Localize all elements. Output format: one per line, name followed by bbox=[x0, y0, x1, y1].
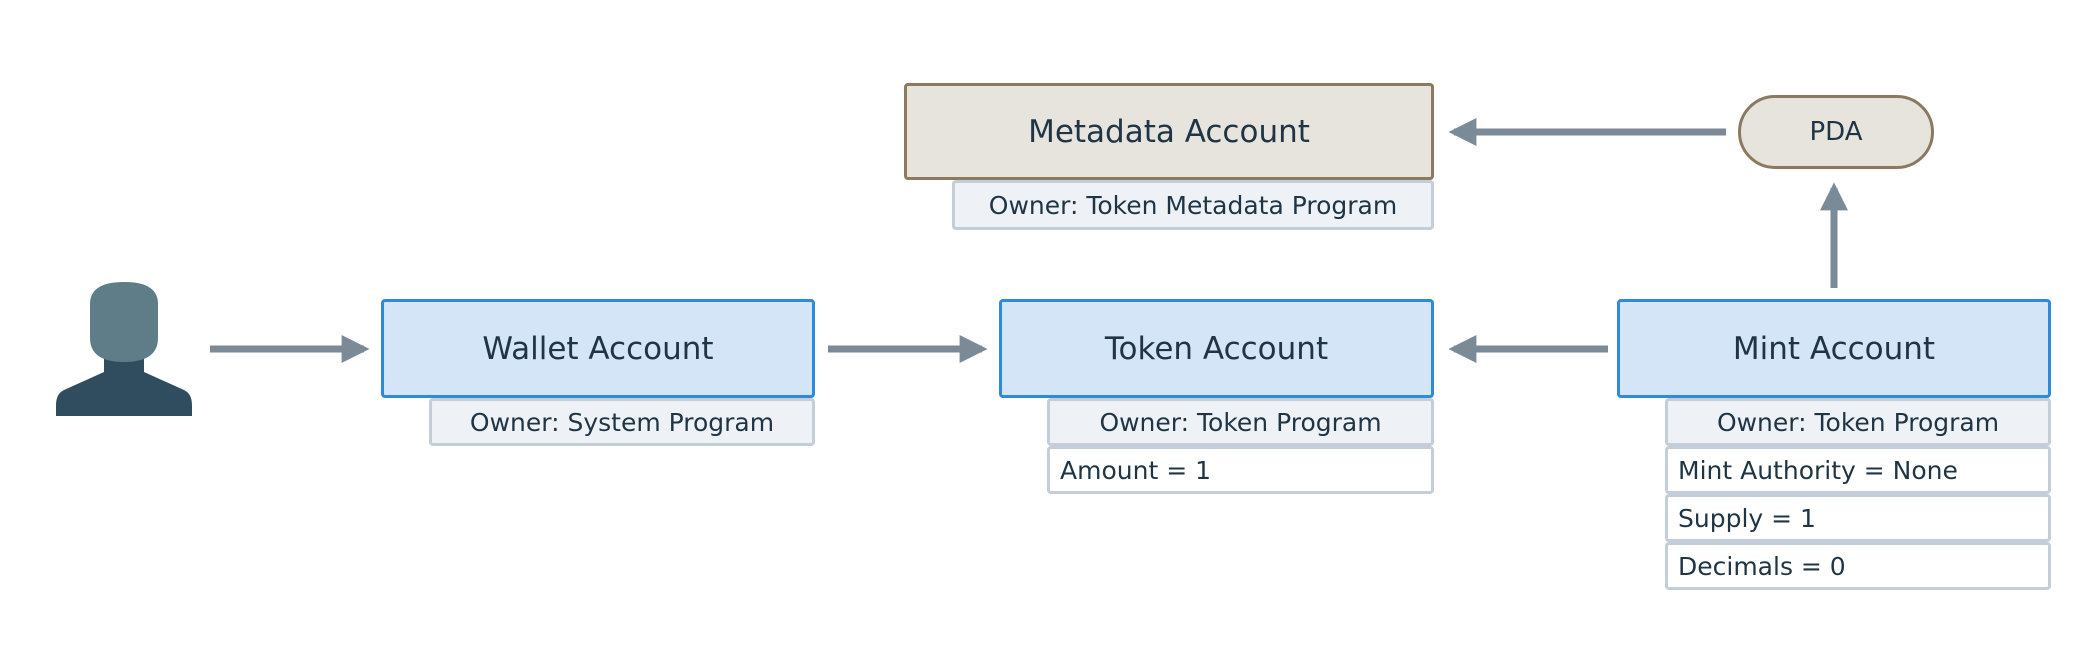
mint-account-decimals: Decimals = 0 bbox=[1665, 542, 2051, 590]
metadata-account-label: Metadata Account bbox=[1028, 113, 1310, 150]
token-account[interactable]: Token Account bbox=[999, 299, 1434, 398]
token-account-amount: Amount = 1 bbox=[1047, 446, 1434, 494]
user-icon bbox=[56, 282, 192, 416]
mint-account-mint-authority: Mint Authority = None bbox=[1665, 446, 2051, 494]
mint-account-label: Mint Account bbox=[1732, 330, 1936, 367]
wallet-account-owner: Owner: System Program bbox=[429, 398, 815, 446]
token-account-owner: Owner: Token Program bbox=[1047, 398, 1434, 446]
pda-node[interactable]: PDA bbox=[1738, 95, 1934, 169]
mint-account[interactable]: Mint Account bbox=[1617, 299, 2051, 398]
metadata-account[interactable]: Metadata Account bbox=[904, 83, 1434, 180]
pda-label: PDA bbox=[1809, 117, 1863, 147]
wallet-account-label: Wallet Account bbox=[482, 330, 714, 367]
wallet-account[interactable]: Wallet Account bbox=[381, 299, 815, 398]
mint-account-owner: Owner: Token Program bbox=[1665, 398, 2051, 446]
token-account-label: Token Account bbox=[1104, 330, 1329, 367]
mint-account-supply: Supply = 1 bbox=[1665, 494, 2051, 542]
metadata-account-owner: Owner: Token Metadata Program bbox=[952, 180, 1434, 230]
